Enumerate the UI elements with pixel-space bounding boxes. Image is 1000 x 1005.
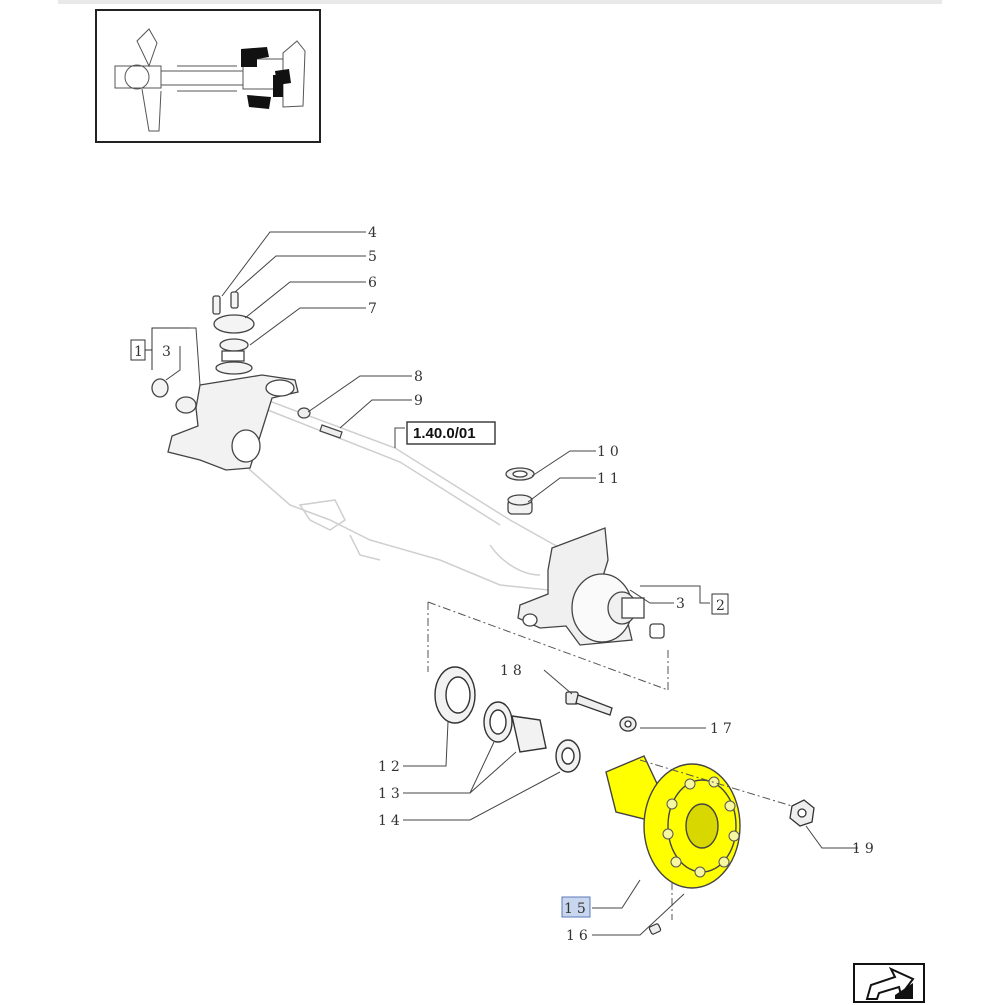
callout-10[interactable]: 10 bbox=[597, 444, 623, 460]
callout-4[interactable]: 4 bbox=[368, 225, 381, 241]
left-steering-knuckle bbox=[167, 374, 299, 471]
callout-9[interactable]: 9 bbox=[414, 393, 427, 409]
callout-11[interactable]: 11 bbox=[597, 471, 623, 487]
callout-18[interactable]: 18 bbox=[500, 663, 526, 679]
callout-8[interactable]: 8 bbox=[414, 369, 427, 385]
hub-bolt-holes bbox=[662, 776, 740, 878]
axle-housing bbox=[229, 391, 561, 591]
callout-6[interactable]: 6 bbox=[368, 275, 381, 291]
top-border bbox=[58, 0, 942, 4]
callout-2[interactable]: 2 bbox=[716, 598, 729, 614]
callout-16[interactable]: 16 bbox=[566, 928, 592, 944]
callout-1[interactable]: 1 bbox=[134, 344, 147, 360]
section-reference[interactable]: 1.40.0/01 bbox=[406, 421, 496, 445]
leader-lines bbox=[165, 231, 858, 936]
callout-14[interactable]: 14 bbox=[378, 813, 404, 829]
callout-19[interactable]: 19 bbox=[852, 841, 878, 857]
reference-label: 1.40.0/01 bbox=[413, 425, 476, 442]
right-steering-knuckle bbox=[517, 527, 665, 646]
callout-5[interactable]: 5 bbox=[368, 249, 381, 265]
callout-12[interactable]: 12 bbox=[378, 759, 404, 775]
thumbnail-drawing bbox=[114, 28, 306, 132]
callout-3-right[interactable]: 3 bbox=[676, 596, 689, 612]
callout-7[interactable]: 7 bbox=[368, 301, 381, 317]
group-callout-1[interactable] bbox=[130, 327, 190, 370]
pin-parts bbox=[297, 407, 343, 439]
left-upper-parts bbox=[151, 291, 255, 398]
next-page-arrow-icon bbox=[865, 966, 915, 1000]
selected-label-bg bbox=[561, 896, 591, 918]
nut-19 bbox=[789, 799, 815, 827]
callout-13[interactable]: 13 bbox=[378, 786, 404, 802]
next-page-button[interactable] bbox=[853, 963, 925, 1003]
pin-16 bbox=[648, 923, 662, 935]
lower-bearing-parts bbox=[434, 666, 581, 773]
assembly-axis-lines bbox=[427, 601, 793, 920]
bolt-and-washer bbox=[565, 691, 637, 732]
right-upper-parts bbox=[505, 467, 535, 515]
reference-box bbox=[406, 421, 496, 445]
callout-box-2 bbox=[711, 593, 729, 615]
callout-17[interactable]: 17 bbox=[710, 721, 736, 737]
callout-3-left[interactable]: 3 bbox=[162, 344, 175, 360]
callout-15[interactable]: 15 bbox=[564, 901, 590, 917]
group-callout-2[interactable] bbox=[711, 593, 729, 615]
wheel-hub-highlighted[interactable] bbox=[605, 755, 741, 889]
axle-overview-thumbnail[interactable] bbox=[95, 9, 321, 143]
